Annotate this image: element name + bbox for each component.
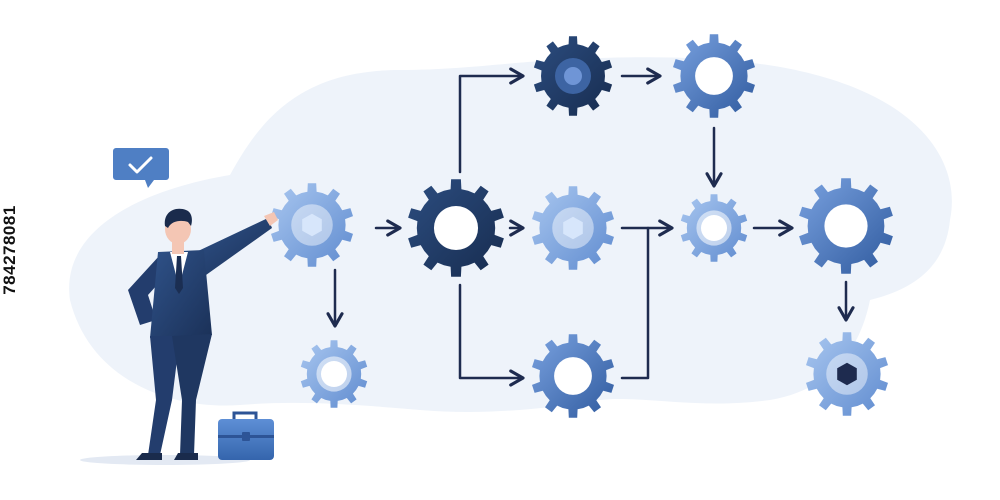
briefcase-icon (218, 411, 274, 460)
gear-top-1-icon (533, 36, 613, 116)
ground-shadow (80, 455, 250, 465)
line-bottom-to-merge (620, 226, 650, 380)
gear-bottom-icon (532, 334, 614, 418)
gear-branch-down-icon (300, 340, 368, 408)
arrow-hub-to-bottom (458, 283, 525, 387)
businessman-figure (128, 208, 278, 460)
gear-final-icon (799, 178, 893, 274)
gear-middle-icon (532, 186, 614, 270)
gear-top-2-icon (673, 34, 755, 118)
gear-output-icon (806, 332, 888, 416)
approval-speech-bubble (113, 148, 169, 188)
flow-arrows (326, 67, 855, 387)
gear-start-icon (271, 183, 353, 267)
arrow-hub-to-top (458, 67, 525, 174)
checkmark-icon (128, 156, 153, 174)
gear-network (271, 34, 893, 418)
gear-hub-icon (408, 179, 504, 277)
gear-merge-icon (680, 194, 748, 262)
